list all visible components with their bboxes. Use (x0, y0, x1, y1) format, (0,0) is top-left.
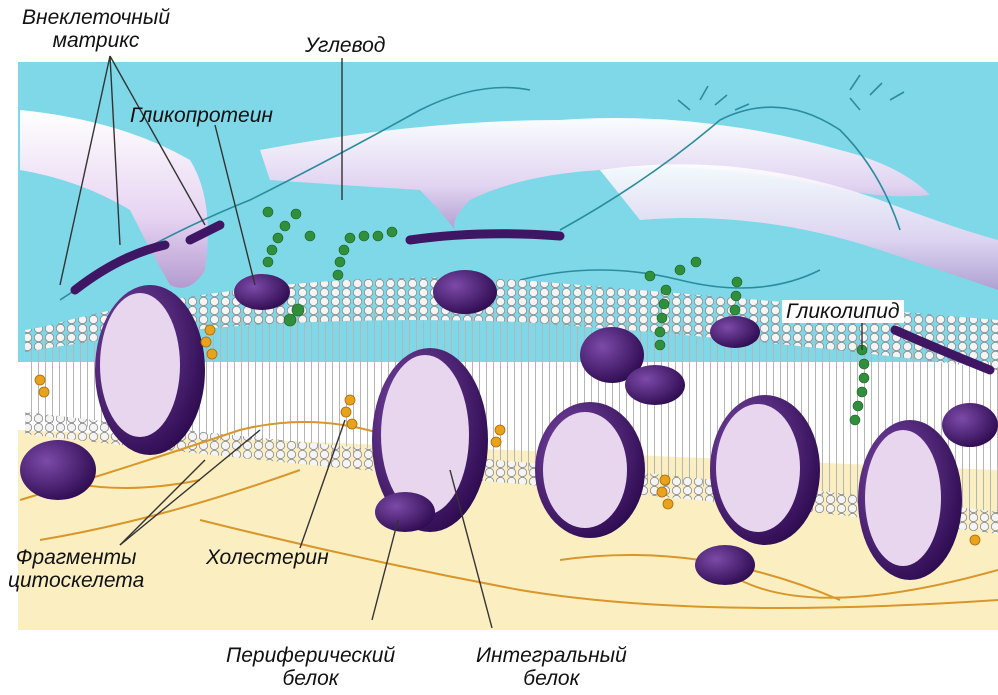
label-cholesterol: Холестерин (206, 546, 329, 569)
label-integral-protein-line1: Интегральный (476, 644, 627, 667)
label-cytoskeleton: Фрагменты цитоскелета (8, 546, 144, 592)
label-carbohydrate: Углевод (305, 34, 385, 57)
label-peripheral-protein-line2: белок (226, 667, 395, 690)
label-extracellular-matrix: Внеклеточный матрикс (22, 6, 170, 52)
label-extracellular-matrix-line2: матрикс (22, 29, 170, 52)
label-cytoskeleton-line1: Фрагменты (8, 546, 144, 569)
label-peripheral-protein-line1: Периферический (226, 644, 395, 667)
label-extracellular-matrix-line1: Внеклеточный (22, 6, 170, 29)
label-cytoskeleton-line2: цитоскелета (8, 569, 144, 592)
label-integral-protein-line2: белок (476, 667, 627, 690)
label-glycolipid: Гликолипид (782, 300, 904, 323)
label-peripheral-protein: Периферический белок (226, 644, 395, 690)
label-integral-protein: Интегральный белок (476, 644, 627, 690)
label-glycoprotein: Гликопротеин (130, 104, 273, 127)
